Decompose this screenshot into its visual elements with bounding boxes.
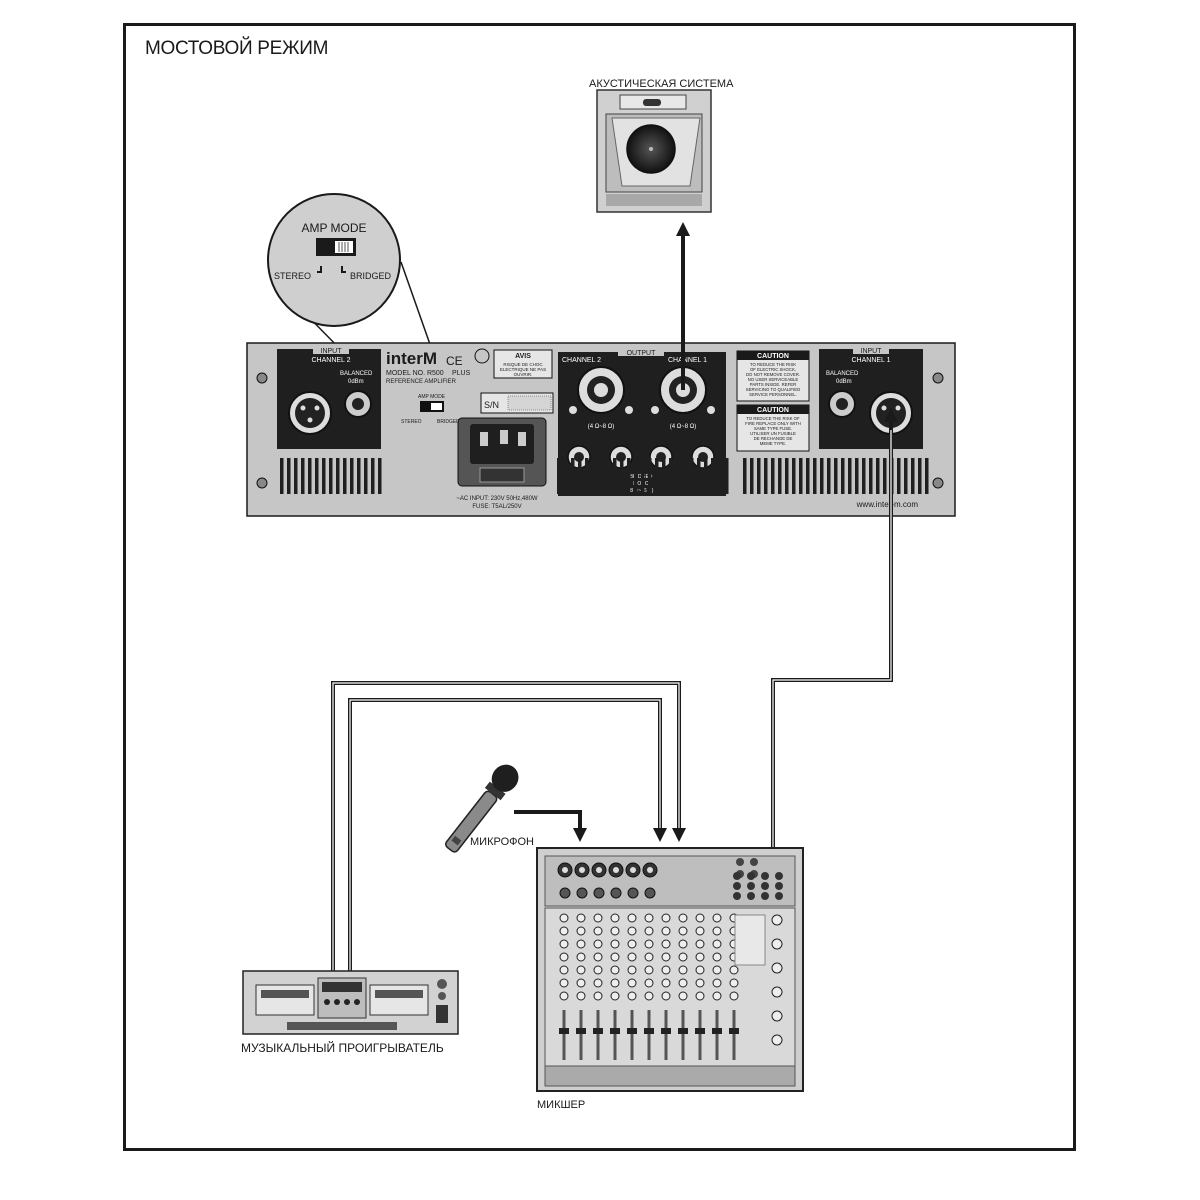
caution-label-1: CAUTION TO REDUCE THE RISK OF ELECTRIC S… [736,350,810,402]
svg-text:(4 Ω~8 Ω): (4 Ω~8 Ω) [588,424,614,430]
svg-text:CAUTION: CAUTION [757,353,789,360]
arrow-mixer-2 [653,828,667,842]
callout-title: AMP MODE [301,221,366,235]
svg-text:BRIDGED: BRIDGED [437,419,460,425]
svg-text:UTILISER UN FUSIBLE: UTILISER UN FUSIBLE [750,431,796,436]
svg-text:DE RECHANGE DE: DE RECHANGE DE [754,436,793,441]
input-channel2-block: INPUT CHANNEL 2 BALANCED 0dBm [277,346,381,449]
svg-text:MEME TYPE.: MEME TYPE. [760,441,786,446]
svg-text:STEREO: STEREO [401,419,422,425]
microphone [445,764,519,853]
svg-text:CHANNEL 2: CHANNEL 2 [311,357,350,364]
svg-text:REFERENCE AMPLIFIER: REFERENCE AMPLIFIER [386,379,457,385]
svg-text:AVIS: AVIS [515,353,531,360]
svg-text:DO NOT REMOVE COVER.: DO NOT REMOVE COVER. [746,372,800,377]
svg-text:SERVICE PERSONNEL.: SERVICE PERSONNEL. [749,392,797,397]
svg-text:TO REDUCE THE RISK: TO REDUCE THE RISK [750,362,796,367]
music-player [242,970,459,1035]
svg-text:INPUT: INPUT [321,348,343,355]
brand-logo: interM [386,349,437,368]
svg-text:S/N: S/N [484,400,499,410]
callout-bridged: BRIDGED [350,271,392,281]
arrow-mixer-1 [672,828,686,842]
svg-text:SAME TYPE FUSE.: SAME TYPE FUSE. [754,426,792,431]
brand-area: interM CE MODEL NO. R500 PLUS REFERENCE … [386,348,490,425]
svg-text:OUVRIR.: OUVRIR. [514,372,533,377]
svg-text:0dBm: 0dBm [348,379,364,385]
mixer [536,847,804,1092]
svg-text:CE: CE [446,354,463,368]
diagram-title: МОСТОВОЙ РЕЖИМ [145,38,329,59]
arrow-mixer-mic [573,828,587,842]
serial-number-plate: S/N [480,392,554,414]
arrow-speaker [676,222,690,236]
svg-text:FIRE REPLACE ONLY WITH: FIRE REPLACE ONLY WITH [745,421,801,426]
svg-text:ELECTRIQUE NE PAS: ELECTRIQUE NE PAS [500,367,546,372]
svg-text:www.inter-m.com: www.inter-m.com [856,500,919,509]
svg-text:TO REDUCE THE RISK OF: TO REDUCE THE RISK OF [746,416,800,421]
avis-label: AVIS RISQUE DE CHOC ELECTRIQUE NE PAS OU… [493,349,553,379]
svg-text:BALANCED: BALANCED [340,371,373,377]
svg-text:CHANNEL 1: CHANNEL 1 [668,357,707,364]
svg-text:0dBm: 0dBm [836,379,852,385]
player-label: МУЗЫКАЛЬНЫЙ ПРОИГРЫВАТЕЛЬ [241,1041,444,1055]
svg-text:INPUT: INPUT [861,348,883,355]
cable-mic-to-mixer [514,810,582,828]
svg-text:BALANCED: BALANCED [826,371,859,377]
caution-label-2: CAUTION TO REDUCE THE RISK OF FIRE REPLA… [736,404,810,452]
svg-text:CHANNEL 2: CHANNEL 2 [562,357,601,364]
svg-text:FUSE: T5AL/250V: FUSE: T5AL/250V [472,504,521,510]
input-channel1-block: INPUT CHANNEL 1 BALANCED 0dBm [819,346,923,449]
svg-text:AMP MODE: AMP MODE [418,394,446,400]
microphone-label: МИКРОФОН [470,836,534,848]
svg-text:(4 Ω~8 Ω): (4 Ω~8 Ω) [670,424,696,430]
svg-text:~AC INPUT: 230V 50Hz,480W: ~AC INPUT: 230V 50Hz,480W [456,496,538,502]
svg-text:OUTPUT: OUTPUT [627,350,657,357]
svg-text:OF ELECTRIC SHOCK,: OF ELECTRIC SHOCK, [750,367,796,372]
diagram-frame [123,23,1076,1151]
svg-text:PARTS INSIDE. REFER: PARTS INSIDE. REFER [750,382,796,387]
speaker [596,89,712,213]
amp-mode-callout: AMP MODE STEREO BRIDGED [267,193,433,409]
svg-text:CAUTION: CAUTION [757,407,789,414]
svg-text:MODEL NO. R500: MODEL NO. R500 [386,370,444,377]
svg-text:RISQUE DE CHOC: RISQUE DE CHOC [503,362,543,367]
amplifier-rear-panel: INPUT CHANNEL 2 BALANCED 0dBm interM CE … [246,342,956,517]
svg-text:CHANNEL 1: CHANNEL 1 [851,357,890,364]
power-inlet: ~AC INPUT: 230V 50Hz,480W FUSE: T5AL/250… [456,417,547,510]
svg-text:NO USER SERVICEABLE: NO USER SERVICEABLE [748,377,799,382]
svg-text:PLUS: PLUS [452,370,471,377]
ventilation-slots [280,458,929,494]
mixer-label: МИКШЕР [537,1099,586,1111]
callout-stereo: STEREO [274,271,311,281]
speaker-label: АКУСТИЧЕСКАЯ СИСТЕМА [589,78,734,90]
svg-text:SERVICING TO QUALIFIED: SERVICING TO QUALIFIED [746,387,800,392]
arrow-amp-input [884,408,898,422]
arrowheads [573,222,898,842]
